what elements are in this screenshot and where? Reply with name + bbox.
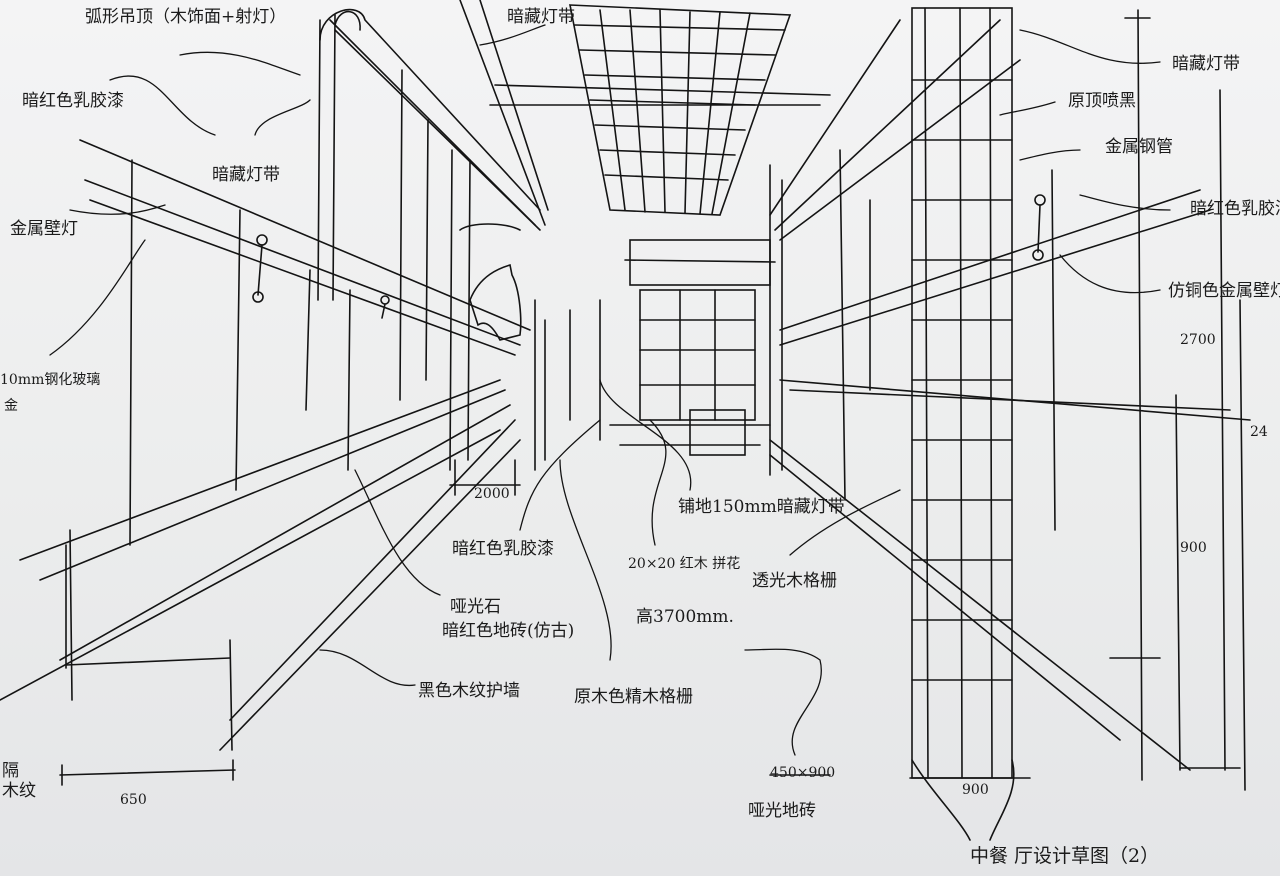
perspective-lines <box>0 0 1251 771</box>
dim-floor-tile-size: 450×900 <box>770 765 836 781</box>
leader-arrows <box>49 24 1171 756</box>
note-brick-height: 高3700mm. <box>636 607 734 627</box>
note-wood-grille: 透光木格栅 <box>752 571 837 591</box>
note-left-wall-finish: 暗红色乳胶漆 <box>22 91 124 111</box>
note-right-steel: 金属钢管 <box>1105 137 1173 157</box>
note-floor-tile-color: 哑光石 <box>450 597 501 617</box>
left-wall-posts <box>69 14 471 751</box>
note-wood-grille-2: 原木色精木格栅 <box>574 687 693 707</box>
note-right-wall-finish: 暗红色乳胶漆 <box>1190 199 1280 219</box>
note-brick-size: 20×20 红木 拼花 <box>628 556 741 572</box>
note-left-glass-cont: 金 <box>4 398 18 414</box>
note-wood-pattern: 铺地150mm暗藏灯带 <box>678 497 845 517</box>
dim-900: 900 <box>1180 540 1207 556</box>
wall-sconces <box>252 194 1046 319</box>
right-wall-posts <box>769 9 1246 791</box>
note-left-cove-light: 暗藏灯带 <box>212 165 280 185</box>
note-left-edge: 隔 木纹 <box>2 761 36 801</box>
right-column <box>911 7 1015 841</box>
note-top-center-strip: 暗藏灯带 <box>507 7 575 27</box>
note-black-panel: 黑色木纹护墙 <box>418 681 520 701</box>
dim-right-edge: 24 <box>1250 424 1268 440</box>
note-right-cove: 暗藏灯带 <box>1172 54 1240 74</box>
ceiling-grille <box>489 4 831 216</box>
note-right-paint: 原顶喷黑 <box>1068 91 1136 111</box>
horse-head <box>459 223 522 341</box>
dimension-lines <box>59 17 1241 786</box>
curved-ceiling-beam <box>319 8 541 231</box>
note-left-glass: 10mm钢化玻璃 <box>0 372 101 388</box>
far-end-wall <box>534 239 776 471</box>
note-floor-stone: 暗红色乳胶漆 <box>452 539 554 559</box>
note-floor-tile-label: 暗红色地砖(仿古) <box>442 621 575 641</box>
left-bench <box>65 459 521 669</box>
note-right-sconce: 仿铜色金属壁灯 <box>1168 281 1280 301</box>
dim-bottom-right: 900 <box>962 782 989 798</box>
dim-bottom: 650 <box>120 792 147 808</box>
sheet-caption: 中餐 厅设计草图（2） <box>970 845 1160 867</box>
note-top-left-ceiling: 弧形吊顶（木饰面+射灯） <box>85 7 287 27</box>
note-wall-sconce: 金属壁灯 <box>10 219 78 239</box>
dim-2700: 2700 <box>1180 332 1216 348</box>
dim-bench: 2000 <box>474 486 510 502</box>
note-floor-tile-name: 哑光地砖 <box>748 801 816 821</box>
